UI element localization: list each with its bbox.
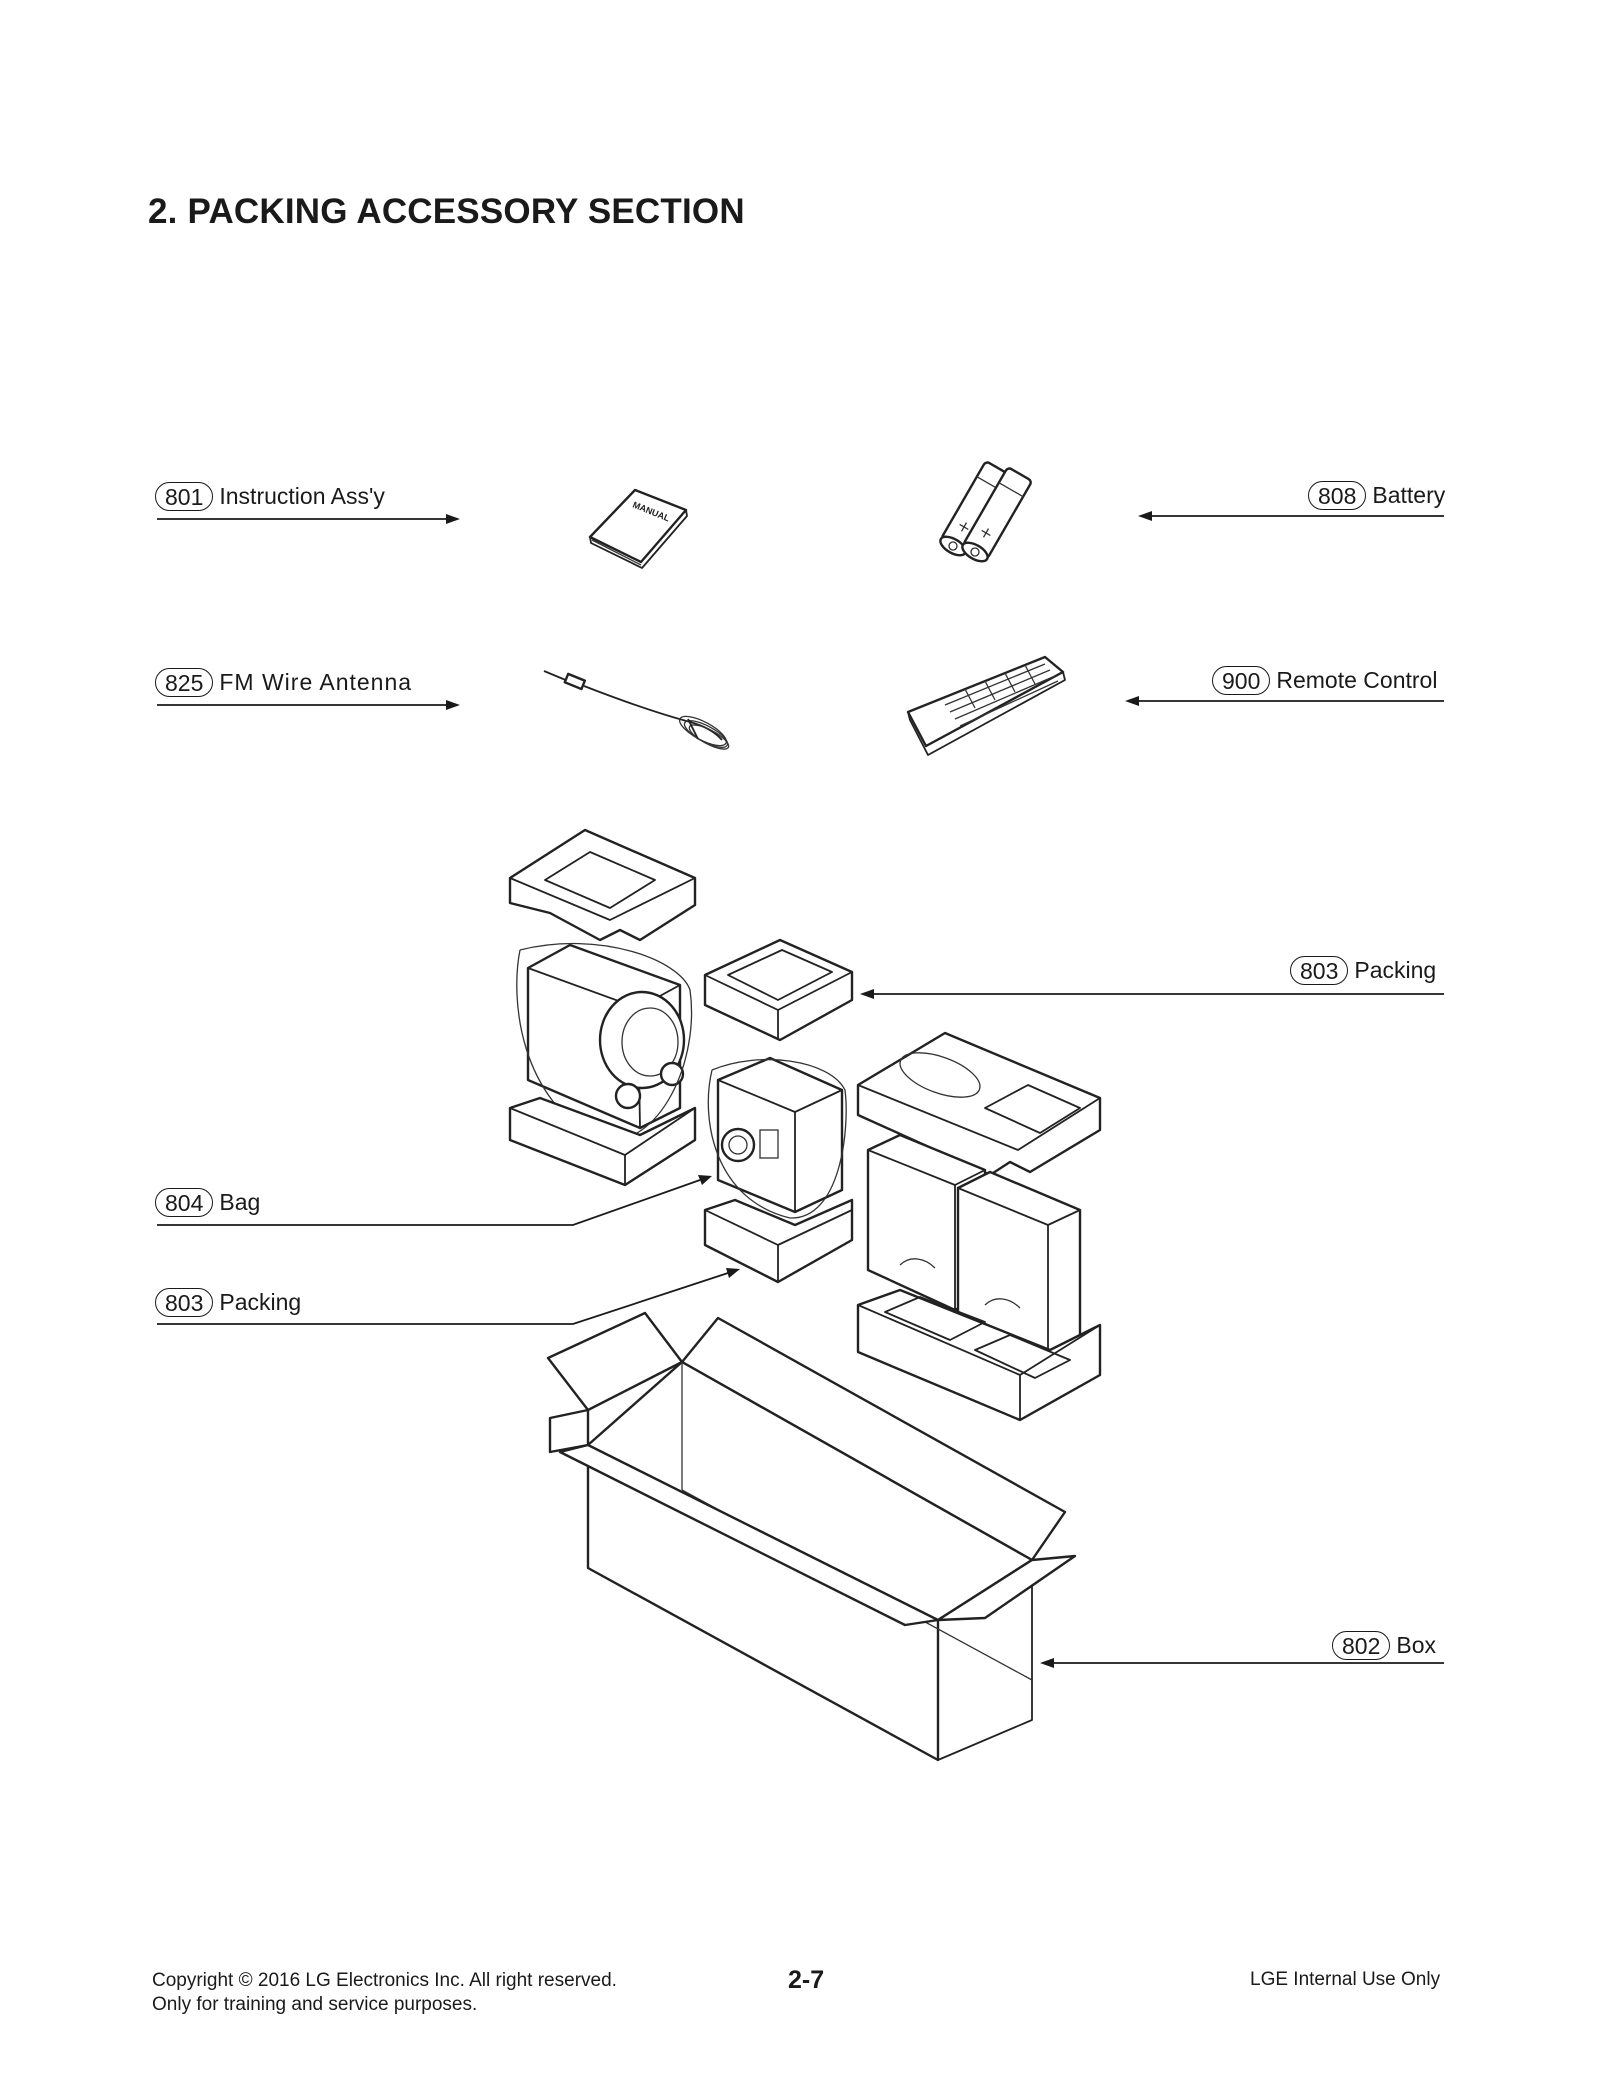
part-number: 803 — [155, 1288, 214, 1317]
callout-900: 900 Remote Control — [1212, 666, 1437, 695]
part-number: 803 — [1290, 956, 1349, 985]
callout-804: 804 Bag — [155, 1188, 260, 1217]
leader-802 — [1040, 1658, 1444, 1668]
part-number: 804 — [155, 1188, 214, 1217]
box-illustration — [546, 1311, 1077, 1762]
callout-803-top: 803 Packing — [1290, 956, 1436, 985]
left-speaker-packing-illustration — [508, 828, 697, 1187]
battery-illustration — [939, 461, 1032, 563]
footer-internal-use: LGE Internal Use Only — [1250, 1969, 1441, 1990]
part-label: Battery — [1372, 482, 1446, 508]
fm-antenna-illustration — [543, 670, 730, 750]
footer-copyright: Copyright © 2016 LG Electronics Inc. All… — [152, 1970, 617, 1991]
leader-803-top — [860, 989, 1444, 999]
part-label: Packing — [1354, 957, 1437, 983]
main-unit-packing-illustration — [703, 938, 854, 1284]
leader-900 — [1125, 696, 1444, 706]
page-number: 2-7 — [788, 1966, 825, 1994]
footer-purpose: Only for training and service purposes. — [152, 1994, 478, 2015]
footer-copyright-block: Copyright © 2016 LG Electronics Inc. All… — [152, 1969, 617, 2017]
part-number: 808 — [1308, 481, 1367, 510]
leader-825 — [157, 700, 460, 710]
callout-808: 808 Battery — [1308, 481, 1445, 510]
callout-802: 802 Box — [1332, 1631, 1436, 1660]
manual-booklet-illustration: MANUAL — [588, 488, 688, 569]
part-label: FM Wire Antenna — [219, 669, 413, 695]
leader-808 — [1138, 511, 1444, 521]
leader-803-bottom — [157, 1268, 740, 1325]
part-number: 825 — [155, 668, 214, 697]
part-label: Remote Control — [1276, 667, 1438, 693]
part-label: Bag — [219, 1189, 261, 1215]
part-label: Instruction Ass'y — [219, 483, 385, 509]
callout-803-bottom: 803 Packing — [155, 1288, 301, 1317]
part-number: 801 — [155, 482, 214, 511]
leader-801 — [157, 514, 460, 524]
callout-825: 825 FM Wire Antenna — [155, 668, 412, 697]
callout-801: 801 Instruction Ass'y — [155, 482, 385, 511]
part-number: 900 — [1212, 666, 1271, 695]
right-speakers-packing-illustration — [856, 1031, 1102, 1422]
part-number: 802 — [1332, 1631, 1391, 1660]
remote-control-illustration — [906, 655, 1066, 756]
leader-804 — [157, 1175, 712, 1226]
page-title: 2. PACKING ACCESSORY SECTION — [148, 192, 745, 231]
part-label: Packing — [219, 1289, 302, 1315]
part-label: Box — [1396, 1632, 1437, 1658]
